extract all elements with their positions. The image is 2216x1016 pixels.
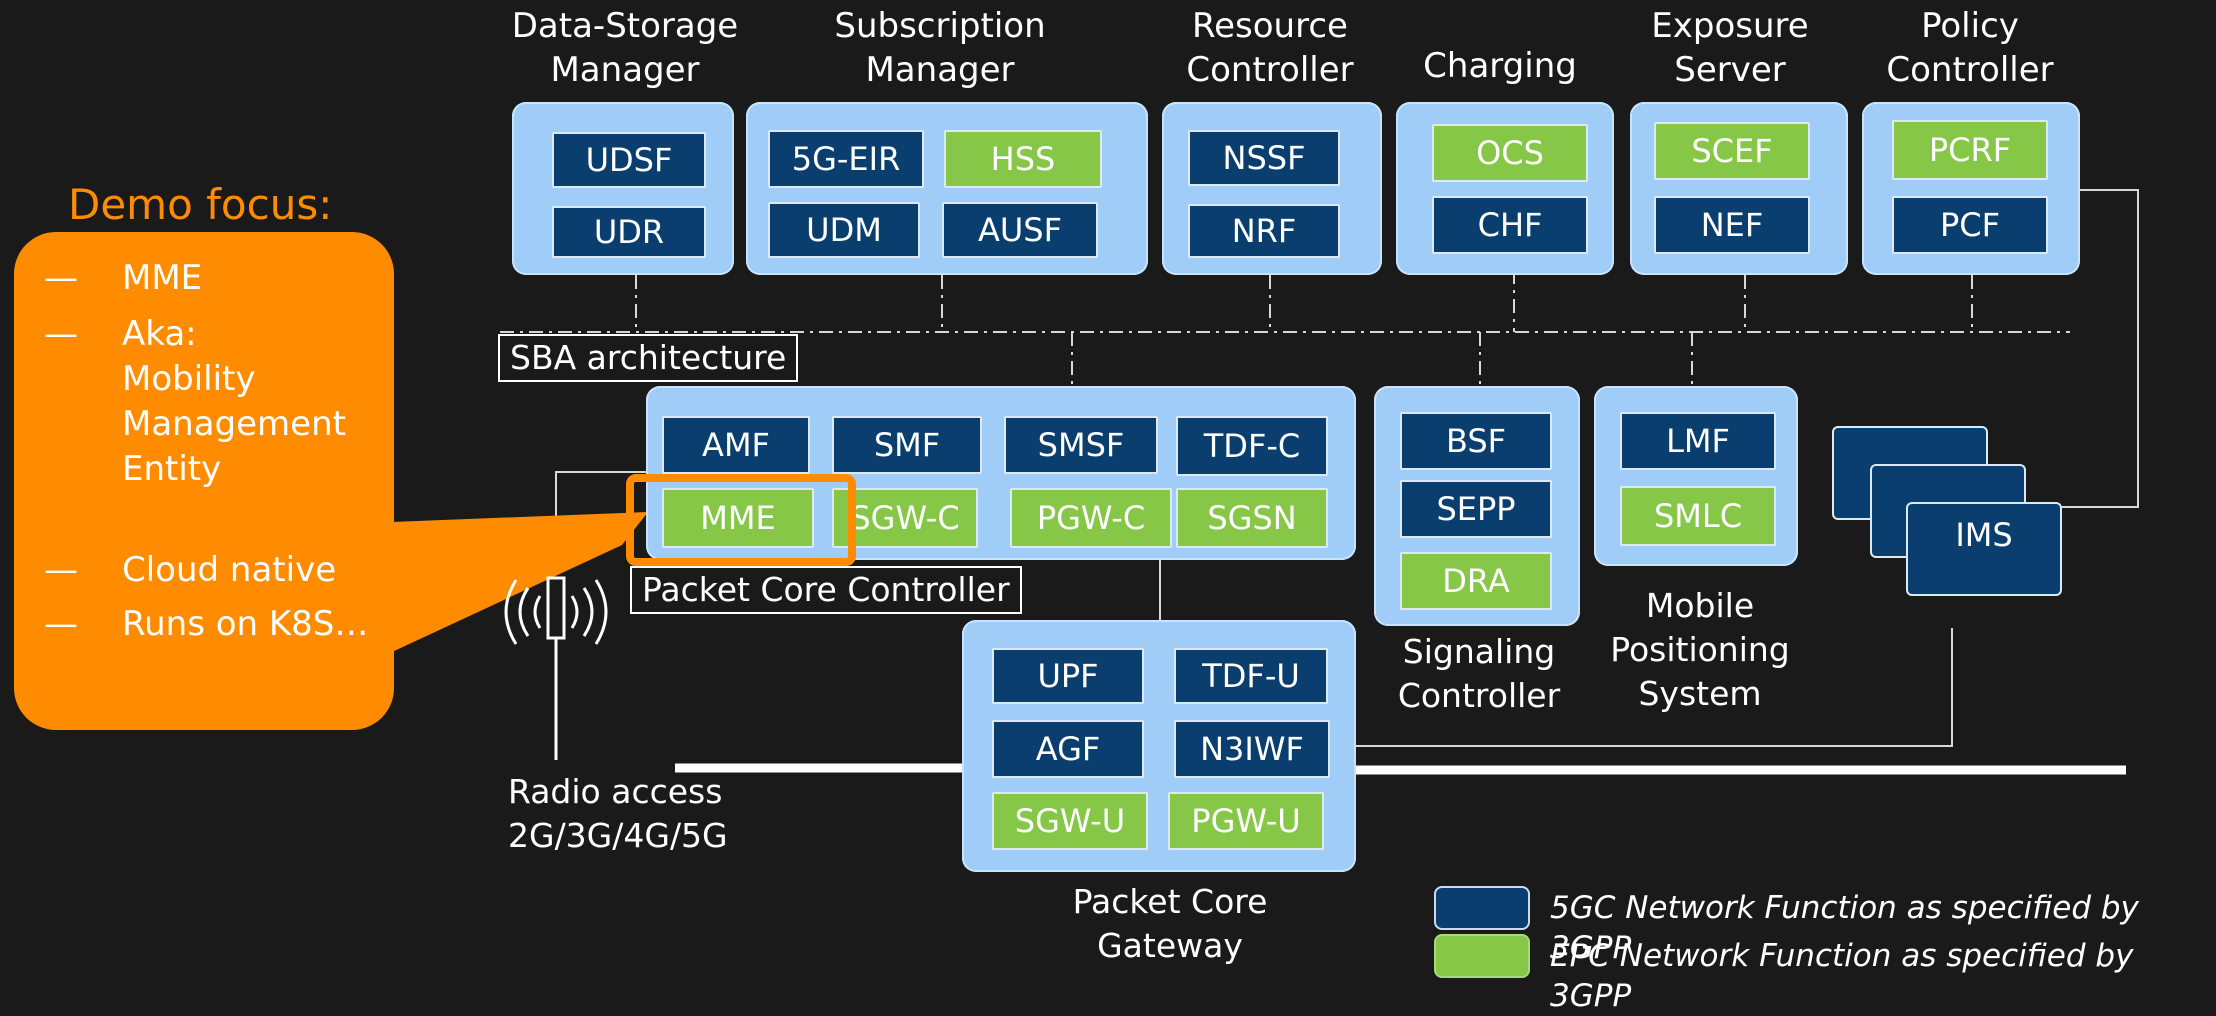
nf-smsf: SMSF (1004, 416, 1158, 474)
nf-smlc: SMLC (1620, 486, 1776, 546)
sba-architecture-label: SBA architecture (498, 334, 799, 382)
signaling-controller-label: Signaling Controller (1397, 632, 1561, 715)
nf-ocs: OCS (1432, 124, 1588, 182)
connector-lines (392, 189, 2139, 775)
header-charging: Charging (1423, 46, 1577, 86)
nf-tdf-u: TDF-U (1174, 648, 1328, 704)
header-data-storage-manager: Data-Storage Manager (511, 6, 739, 90)
nf-5g-eir: 5G-EIR (768, 130, 924, 188)
demo-item-k8s: Runs on K8S… (122, 604, 369, 644)
legend-epc-label: EPC Network Function as specified by 3GP… (1550, 938, 2134, 1014)
nf-udsf: UDSF (552, 132, 706, 188)
nf-tdf-c: TDF-C (1176, 416, 1328, 476)
mme-focus-highlight (626, 474, 856, 566)
nf-ausf: AUSF (942, 202, 1098, 258)
nf-lmf: LMF (1620, 412, 1776, 470)
nf-pcrf: PCRF (1892, 120, 2048, 180)
demo-focus-callout (14, 232, 394, 730)
nf-sgw-c: SGW-C (832, 488, 978, 548)
nf-bsf: BSF (1400, 412, 1552, 470)
bullet-dash: — (44, 604, 78, 644)
nf-smf: SMF (832, 416, 982, 474)
packet-core-controller-label: Packet Core Controller (630, 566, 1022, 614)
header-subscription-manager: Subscription Manager (834, 6, 1046, 90)
nf-pgw-c: PGW-C (1010, 488, 1172, 548)
bullet-dash: — (44, 550, 78, 590)
nf-udr: UDR (552, 206, 706, 258)
nf-upf: UPF (992, 648, 1144, 704)
nf-sgsn: SGSN (1176, 488, 1328, 548)
nf-nef: NEF (1654, 196, 1810, 254)
legend-swatch-5gc (1434, 886, 1530, 930)
bullet-dash: — (44, 258, 78, 298)
header-policy-controller: Policy Controller (1886, 6, 2054, 90)
nf-amf: AMF (662, 416, 810, 474)
bullet-dash: — (44, 314, 78, 354)
nf-pgw-u: PGW-U (1168, 792, 1324, 850)
demo-item-mme: MME (122, 258, 203, 298)
nf-sepp: SEPP (1400, 480, 1552, 538)
nf-sgw-u: SGW-U (992, 792, 1148, 850)
nf-scef: SCEF (1654, 122, 1810, 180)
demo-item-cloud-native: Cloud native (122, 550, 337, 590)
nf-ims: IMS (1906, 502, 2062, 596)
mobile-positioning-system-label: Mobile Positioning System (1610, 586, 1790, 713)
packet-core-gateway-label: Packet Core Gateway (1072, 882, 1268, 965)
nf-mme: MME (662, 488, 814, 548)
nf-pcf: PCF (1892, 196, 2048, 254)
legend-swatch-epc (1434, 934, 1530, 978)
demo-item-aka: Aka: Mobility Management Entity (122, 314, 346, 489)
header-resource-controller: Resource Controller (1186, 6, 1354, 90)
nf-nssf: NSSF (1188, 130, 1340, 186)
radio-tower-icon (504, 576, 608, 760)
demo-focus-title: Demo focus: (68, 180, 333, 229)
legend-5gc-label: 5GC Network Function as specified by 3GP… (1550, 890, 2139, 966)
nf-n3iwf: N3IWF (1174, 720, 1330, 778)
nf-hss: HSS (944, 130, 1102, 188)
nf-nrf: NRF (1188, 204, 1340, 258)
nf-agf: AGF (992, 720, 1144, 778)
radio-access-label: Radio access 2G/3G/4G/5G (508, 772, 728, 855)
nf-chf: CHF (1432, 196, 1588, 254)
nf-udm: UDM (768, 202, 920, 258)
nf-dra: DRA (1400, 552, 1552, 610)
header-exposure-server: Exposure Server (1651, 6, 1809, 90)
